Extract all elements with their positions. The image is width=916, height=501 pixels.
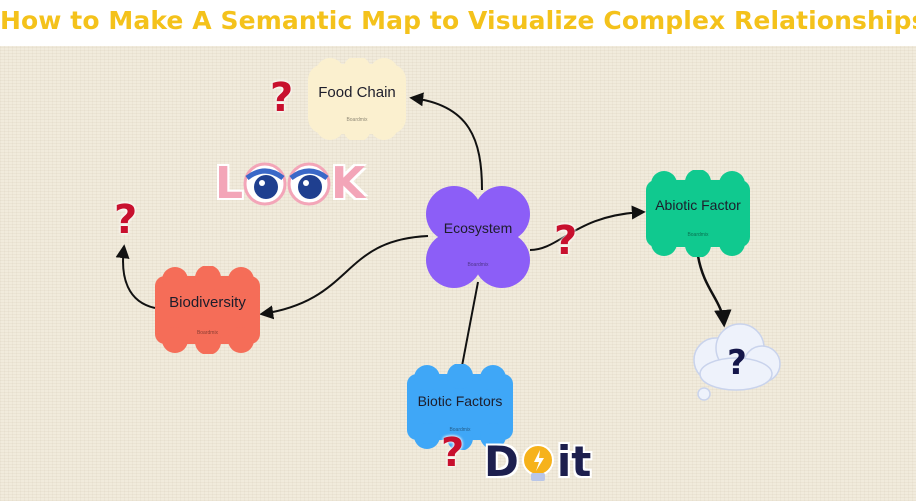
cloud-shape [308, 56, 406, 142]
node-label: Food Chain [318, 84, 396, 101]
arrow-ecosystem-to-biodiversity [259, 235, 429, 320]
node-label: Biodiversity [169, 294, 246, 311]
do-it-sticker: D it [484, 438, 591, 486]
node-ecosystem[interactable]: Ecosystem Boardmix [424, 184, 532, 290]
node-brand: Boardmix [346, 117, 368, 123]
thought-cloud-icon: ? [686, 322, 784, 404]
page-title: How to Make A Semantic Map to Visualize … [0, 6, 916, 35]
node-biotic-factors[interactable]: Biotic Factors Boardmix [405, 363, 515, 451]
arrow-abiotic-to-cloud [696, 255, 732, 328]
title-bar: How to Make A Semantic Map to Visualize … [0, 0, 916, 46]
question-mark-icon: ? [554, 218, 578, 264]
look-letter: L [215, 158, 244, 209]
node-label: Biotic Factors [417, 393, 503, 409]
node-brand: Boardmix [467, 262, 489, 268]
do-it-letter: it [556, 437, 592, 486]
node-brand: Boardmix [687, 232, 709, 238]
node-abiotic-factor[interactable]: Abiotic Factor Boardmix [644, 169, 752, 258]
cloud-shape [426, 186, 530, 288]
cloud-shape [407, 363, 513, 451]
node-label: Abiotic Factor [655, 197, 741, 213]
node-brand: Boardmix [196, 330, 219, 336]
question-mark-icon: ? [270, 75, 294, 121]
eyes-icon [243, 160, 331, 208]
svg-text:?: ? [727, 343, 747, 383]
node-biodiversity[interactable]: Biodiversity Boardmix [153, 265, 262, 355]
question-mark-icon: ? [441, 430, 465, 476]
node-food-chain[interactable]: Food Chain Boardmix [302, 56, 412, 142]
arrow-ecosystem-to-food-chain [409, 92, 483, 191]
node-brand: Boardmix [449, 427, 471, 433]
question-mark-icon: ? [114, 197, 138, 243]
look-letter: K [331, 158, 366, 209]
lightbulb-icon [519, 438, 557, 486]
node-label: Ecosystem [443, 220, 513, 236]
cloud-shape [646, 169, 750, 258]
cloud-shape [155, 265, 260, 355]
arrow-ecosystem-to-abiotic [529, 205, 646, 251]
line-ecosystem-to-biotic [461, 281, 479, 367]
look-sticker: L K [215, 160, 365, 208]
do-it-letter: D [484, 437, 519, 486]
arrow-biodiversity-to-question [115, 244, 156, 309]
